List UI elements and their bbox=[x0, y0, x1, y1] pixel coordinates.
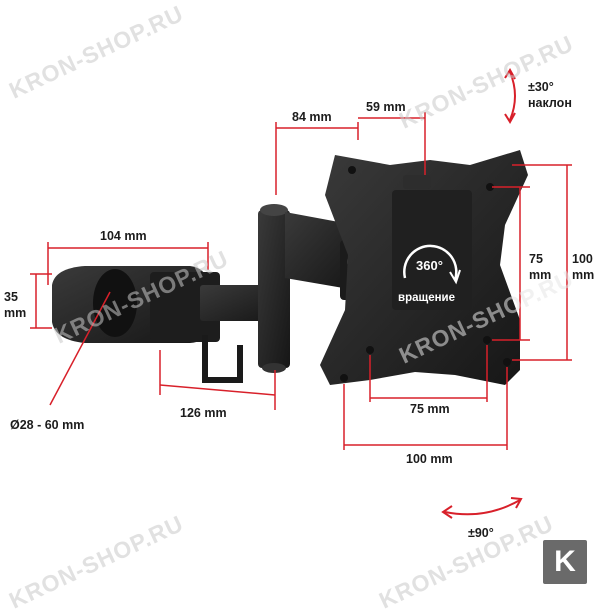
tilt-label: наклон bbox=[528, 96, 572, 110]
swivel-value: ±90° bbox=[468, 526, 494, 540]
dimension-100-vertical: 100 bbox=[572, 252, 593, 266]
tilt-arrow-icon bbox=[504, 68, 516, 124]
dimension-35: 35 bbox=[4, 290, 18, 304]
dimension-lines bbox=[30, 112, 572, 450]
dimension-75-vertical-unit: mm bbox=[529, 268, 552, 282]
pivot-column bbox=[258, 204, 290, 373]
dimension-59mm: 59 mm bbox=[366, 100, 406, 114]
dimension-84mm: 84 mm bbox=[292, 110, 332, 124]
tilt-value: ±30° bbox=[528, 80, 554, 94]
dimension-100-vertical-unit: mm bbox=[572, 268, 595, 282]
dimension-35-unit: mm bbox=[4, 306, 27, 320]
product-illustration: 84 mm 59 mm 104 mm 35 mm Ø28 - 60 mm 126… bbox=[4, 0, 595, 614]
dimension-100mm-horizontal: 100 mm bbox=[406, 452, 453, 466]
rotation-value: 360° bbox=[416, 258, 443, 273]
dimension-126mm: 126 mm bbox=[180, 406, 227, 420]
swivel-arrow-icon bbox=[441, 497, 523, 519]
dimension-104mm: 104 mm bbox=[100, 229, 147, 243]
clamp bbox=[52, 266, 220, 343]
dimension-75mm-horizontal: 75 mm bbox=[410, 402, 450, 416]
brand-logo: K bbox=[543, 540, 587, 584]
dimension-75-vertical: 75 bbox=[529, 252, 543, 266]
rotation-label: вращение bbox=[398, 292, 456, 304]
vesa-plate bbox=[320, 150, 528, 385]
mount-drawing bbox=[30, 68, 572, 519]
dimension-clamp-range: Ø28 - 60 mm bbox=[10, 418, 85, 432]
